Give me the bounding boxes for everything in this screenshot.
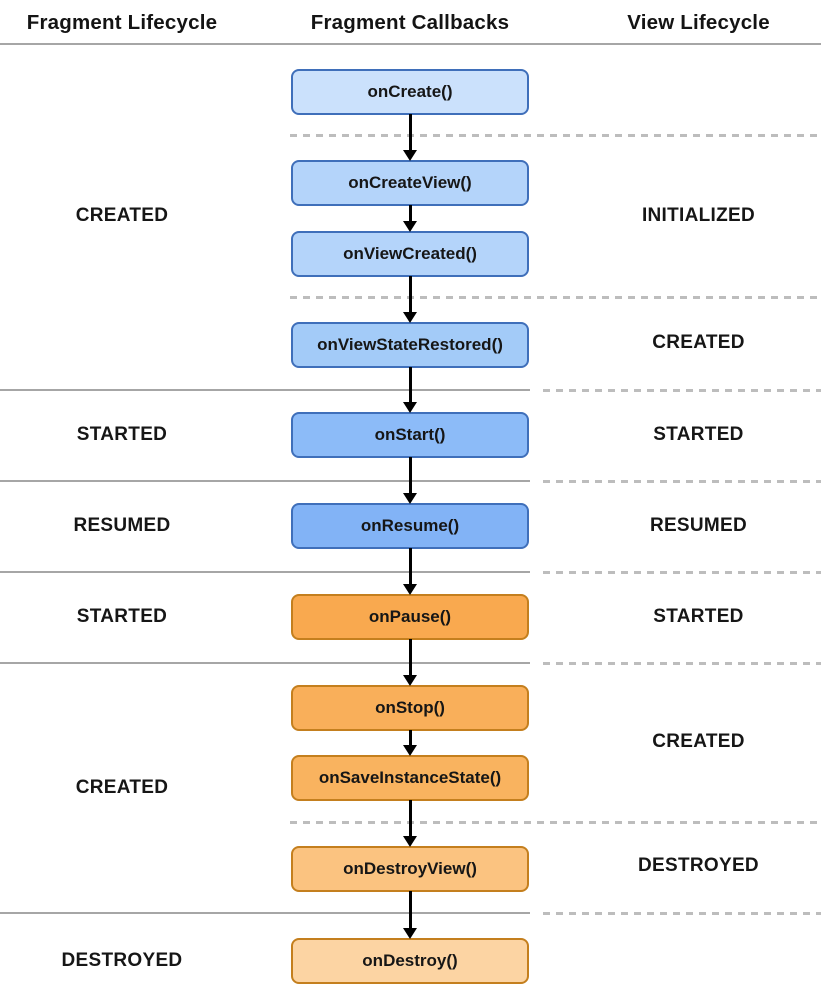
- callback-label: onDestroy(): [362, 951, 458, 970]
- view-state-divider-dashed: [543, 662, 821, 665]
- flow-arrow-down: [403, 891, 418, 939]
- callback-label: onViewCreated(): [343, 244, 477, 263]
- callback-label: onCreate(): [367, 82, 453, 101]
- callback-box-onviewstaterestored: onViewStateRestored(): [291, 322, 529, 368]
- view-state-divider-dashed: [290, 134, 821, 137]
- view-state-divider-dashed: [543, 389, 821, 392]
- fragment-state-divider: [0, 662, 530, 664]
- view-state-divider-dashed: [290, 821, 821, 824]
- view-state-created: CREATED: [652, 332, 745, 353]
- callback-box-oncreate: onCreate(): [291, 69, 529, 115]
- view-state-destroyed: DESTROYED: [638, 855, 759, 876]
- fragment-state-started: STARTED: [76, 424, 168, 445]
- view-state-resumed: RESUMED: [649, 515, 748, 536]
- fragment-state-resumed: RESUMED: [73, 515, 171, 536]
- flow-arrow-down: [403, 114, 418, 161]
- fragment-state-created: CREATED: [75, 205, 169, 226]
- view-state-started: STARTED: [653, 424, 744, 445]
- callback-box-onsaveinstancestate: onSaveInstanceState(): [291, 755, 529, 801]
- flow-arrow-down: [403, 276, 418, 323]
- callback-box-onstart: onStart(): [291, 412, 529, 458]
- flow-arrow-down: [403, 730, 418, 756]
- flow-arrow-down: [403, 548, 418, 595]
- fragment-state-started: STARTED: [76, 606, 168, 627]
- column-header-fragment-lifecycle: Fragment Lifecycle: [26, 11, 218, 34]
- header-divider: [0, 43, 821, 45]
- flow-arrow-down: [403, 457, 418, 504]
- callback-box-onviewcreated: onViewCreated(): [291, 231, 529, 277]
- flow-arrow-down: [403, 205, 418, 232]
- callback-label: onStop(): [375, 698, 445, 717]
- fragment-state-divider: [0, 571, 530, 573]
- flow-arrow-down: [403, 800, 418, 847]
- view-state-started: STARTED: [653, 606, 744, 627]
- callback-label: onCreateView(): [348, 173, 472, 192]
- flow-arrow-down: [403, 639, 418, 686]
- callback-box-onresume: onResume(): [291, 503, 529, 549]
- view-state-divider-dashed: [543, 912, 821, 915]
- view-state-created: CREATED: [652, 731, 745, 752]
- callback-box-ondestroy: onDestroy(): [291, 938, 529, 984]
- fragment-state-divider: [0, 480, 530, 482]
- callback-box-ondestroyview: onDestroyView(): [291, 846, 529, 892]
- fragment-state-divider: [0, 912, 530, 914]
- fragment-state-destroyed: DESTROYED: [61, 950, 183, 971]
- callback-label: onSaveInstanceState(): [318, 768, 502, 787]
- column-header-fragment-callbacks: Fragment Callbacks: [310, 11, 510, 34]
- view-state-divider-dashed: [543, 571, 821, 574]
- callback-box-oncreateview: onCreateView(): [291, 160, 529, 206]
- callback-label: onResume(): [360, 516, 460, 535]
- view-state-divider-dashed: [543, 480, 821, 483]
- callback-label: onPause(): [368, 607, 452, 626]
- view-state-divider-dashed: [290, 296, 821, 299]
- column-header-view-lifecycle: View Lifecycle: [627, 11, 770, 34]
- callback-box-onstop: onStop(): [291, 685, 529, 731]
- callback-label: onDestroyView(): [343, 859, 477, 878]
- callback-box-onpause: onPause(): [291, 594, 529, 640]
- callback-label: onViewStateRestored(): [317, 335, 503, 354]
- fragment-state-created: CREATED: [75, 777, 169, 798]
- view-state-initialized: INITIALIZED: [641, 205, 756, 226]
- fragment-state-divider: [0, 389, 530, 391]
- flow-arrow-down: [403, 367, 418, 413]
- callback-label: onStart(): [374, 425, 446, 444]
